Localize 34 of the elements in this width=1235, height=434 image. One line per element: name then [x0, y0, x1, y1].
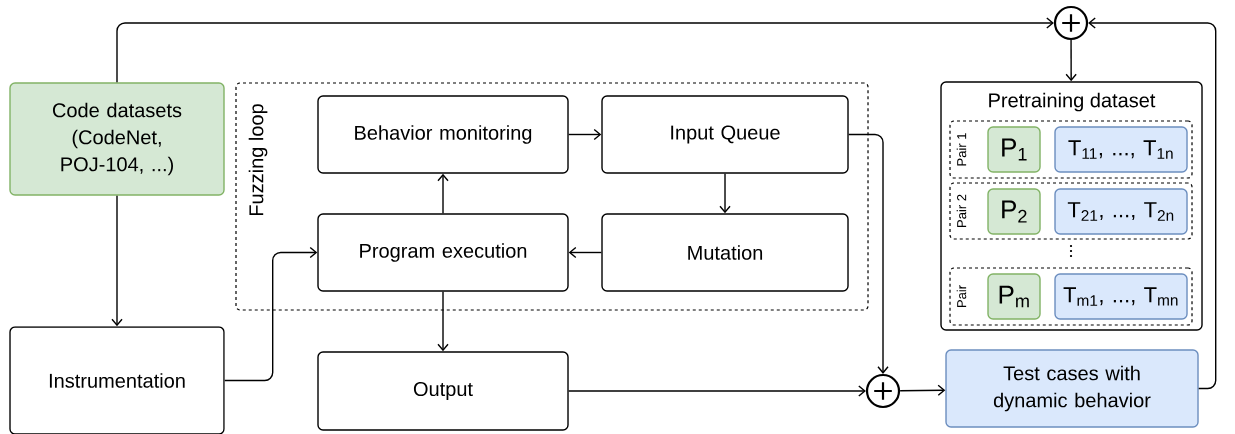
loop-heading: Fuzzing loop — [248, 104, 268, 216]
plus-circle — [865, 373, 901, 409]
arrow — [111, 195, 123, 327]
program-box: P$_{1}$ — [987, 126, 1041, 173]
arrow — [1065, 39, 1077, 82]
process-box: Instrumentation — [9, 326, 225, 434]
process-box: Output — [317, 351, 569, 431]
test-case-box: T$_{21}$, ..., T$_{2n}$ — [1054, 188, 1188, 235]
panel-heading: Pretraining dataset — [989, 92, 1156, 112]
process-box: Code datasets (CodeNet, POJ-104, ...) — [9, 82, 225, 196]
pair-label: Pair — [956, 285, 967, 307]
arrow — [719, 173, 731, 214]
test-case-box: T$_{m1}$, ..., T$_{mn}$ — [1054, 273, 1188, 320]
arrow — [116, 17, 1054, 83]
process-box: Input Queue — [601, 95, 849, 174]
arrow — [437, 173, 449, 214]
plus-circle — [1053, 5, 1089, 41]
test-case-box: T$_{11}$, ..., T$_{1n}$ — [1054, 126, 1188, 173]
arrow — [899, 384, 946, 396]
process-box: Mutation — [601, 213, 849, 292]
pair-label: Pair 1 — [956, 133, 967, 166]
process-box: Test cases with dynamic behavior — [945, 349, 1199, 428]
arrow — [437, 291, 449, 352]
arrow — [848, 133, 889, 374]
process-box: Program execution — [317, 213, 569, 292]
arrow — [568, 385, 866, 397]
arrow — [568, 246, 602, 259]
program-box: P$_{2}$ — [987, 188, 1041, 235]
program-box: P$_{m}$ — [987, 273, 1041, 320]
pair-label: Pair 2 — [956, 194, 967, 227]
arrow — [1088, 17, 1217, 390]
arrow — [224, 246, 318, 382]
arrow — [568, 128, 602, 141]
process-box: Behavior monitoring — [317, 95, 569, 174]
